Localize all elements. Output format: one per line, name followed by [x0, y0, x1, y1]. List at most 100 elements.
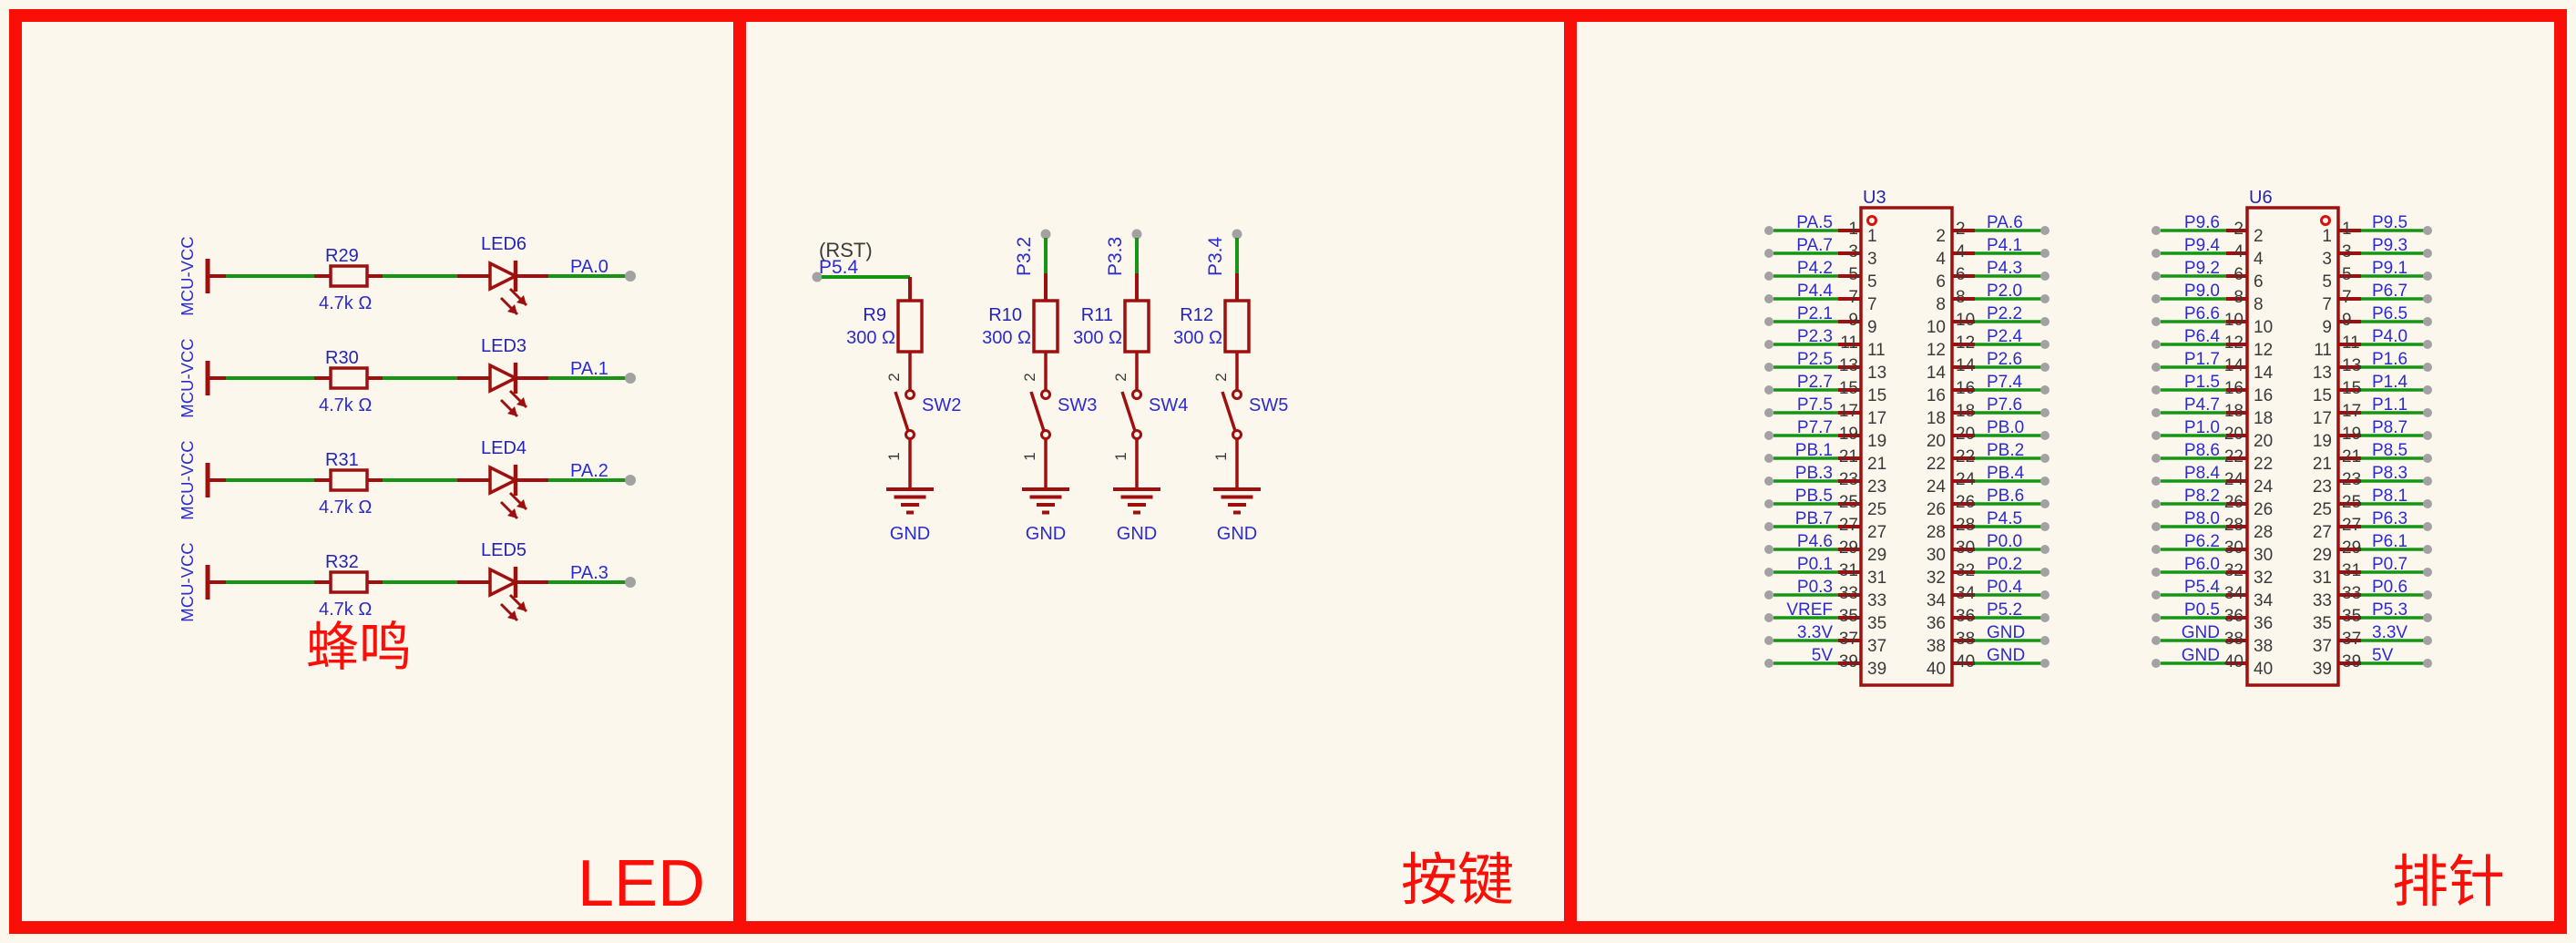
pin-number-outer: 23	[1839, 470, 1858, 489]
switch-symbol	[894, 389, 915, 440]
arrowhead-icon	[507, 508, 517, 518]
pin-number-outer: 35	[1839, 607, 1858, 626]
switch-symbol	[1029, 389, 1051, 440]
net-endpoint-dot	[1764, 317, 1774, 326]
net-label: P1.6	[2372, 350, 2407, 369]
net-endpoint-dot	[2040, 590, 2050, 600]
net-label: P8.2	[2184, 487, 2220, 506]
pin-number-inner: 8	[2254, 295, 2264, 314]
switch-contact	[905, 389, 915, 400]
net-endpoint-dot	[2423, 340, 2432, 349]
net-endpoint-dot	[2423, 317, 2432, 326]
net-endpoint-dot	[2152, 522, 2161, 531]
net-endpoint-dot	[2152, 568, 2161, 577]
net-label: P1.4	[2372, 373, 2408, 392]
pin-number-outer: 32	[2224, 561, 2244, 580]
net-label: 5V	[1812, 646, 1834, 665]
pin-number-inner: 21	[2313, 455, 2332, 474]
pin-number-outer: 18	[1956, 402, 1975, 421]
pin-number-inner: 16	[1927, 386, 1946, 405]
connector-body	[2245, 206, 2340, 687]
pin-number-inner: 30	[2254, 546, 2273, 565]
pin-number-outer: 29	[1839, 538, 1858, 558]
arrowhead-icon	[516, 397, 526, 407]
net-label: PB.7	[1795, 509, 1833, 528]
pin-number-outer: 39	[1839, 652, 1858, 671]
pin-number-outer: 19	[1839, 425, 1858, 444]
net-endpoint-dot	[1764, 454, 1774, 463]
resistor-value: 300 Ω	[1173, 328, 1222, 348]
net-label: PB.4	[1987, 464, 2025, 483]
pin-number-inner: 27	[1867, 523, 1886, 542]
pin-number-outer: 14	[1956, 356, 1976, 375]
pin-number-inner: 33	[1867, 591, 1886, 610]
net-label: P0.2	[1987, 555, 2022, 574]
net-endpoint-dot	[2152, 317, 2161, 326]
net-endpoint-dot	[2152, 363, 2161, 372]
net-endpoint-dot	[2152, 408, 2161, 417]
net-endpoint-dot	[1040, 229, 1051, 240]
pin-number-outer: 33	[1839, 584, 1858, 603]
pin-number-outer: 15	[1839, 379, 1858, 398]
net-endpoint-dot	[2152, 636, 2161, 645]
led-symbol	[488, 567, 519, 598]
net-label: GND	[1987, 623, 2025, 642]
net-endpoint-dot	[1764, 249, 1774, 258]
pin-number-outer: 40	[1956, 652, 1975, 671]
pin-number-inner: 32	[2254, 569, 2273, 588]
pin-number-outer: 25	[1839, 493, 1858, 512]
net-endpoint-dot	[2040, 294, 2050, 303]
net-endpoint-dot	[2152, 659, 2161, 668]
pin-number-outer: 2	[1956, 220, 1966, 239]
net-endpoint-dot	[2040, 431, 2050, 440]
net-endpoint-dot	[2423, 590, 2432, 600]
resistor-symbol	[329, 264, 369, 288]
pin-number-outer: 36	[2224, 607, 2244, 626]
pin-number-inner: 31	[1867, 569, 1886, 588]
pin-number-outer: 39	[2342, 652, 2361, 671]
net-endpoint-dot	[1764, 590, 1774, 600]
led-name: LED4	[481, 438, 526, 458]
pin-number-inner: 9	[1867, 318, 1877, 337]
net-label: P4.2	[1797, 259, 1833, 278]
pin-number-outer: 13	[2342, 356, 2361, 375]
net-endpoint-dot	[1764, 226, 1774, 235]
net-endpoint-dot	[2423, 226, 2432, 235]
net-label: PB.5	[1795, 487, 1833, 506]
pin-number-inner: 31	[2313, 569, 2332, 588]
gnd-label: GND	[890, 524, 930, 544]
net-endpoint-dot	[2040, 568, 2050, 577]
net-label: PB.1	[1795, 441, 1833, 460]
net-endpoint-dot	[2423, 431, 2432, 440]
pin-number-outer: 34	[1956, 584, 1976, 603]
net-endpoint-dot	[2152, 340, 2161, 349]
net-endpoint-dot	[1764, 613, 1774, 622]
net-label: PA.5	[1796, 213, 1833, 232]
net-label: PA.7	[1796, 236, 1833, 255]
net-label: GND	[2182, 646, 2220, 665]
pin-number-inner: 38	[2254, 637, 2273, 656]
net-endpoint-dot	[625, 373, 636, 384]
pin-number-inner: 25	[1867, 500, 1886, 519]
switch-contact	[1232, 429, 1242, 440]
switch-pin-number: 1	[885, 452, 903, 460]
resistor-name: R11	[1081, 305, 1113, 325]
net-endpoint-dot	[1131, 229, 1142, 240]
switch-contact	[905, 429, 915, 440]
